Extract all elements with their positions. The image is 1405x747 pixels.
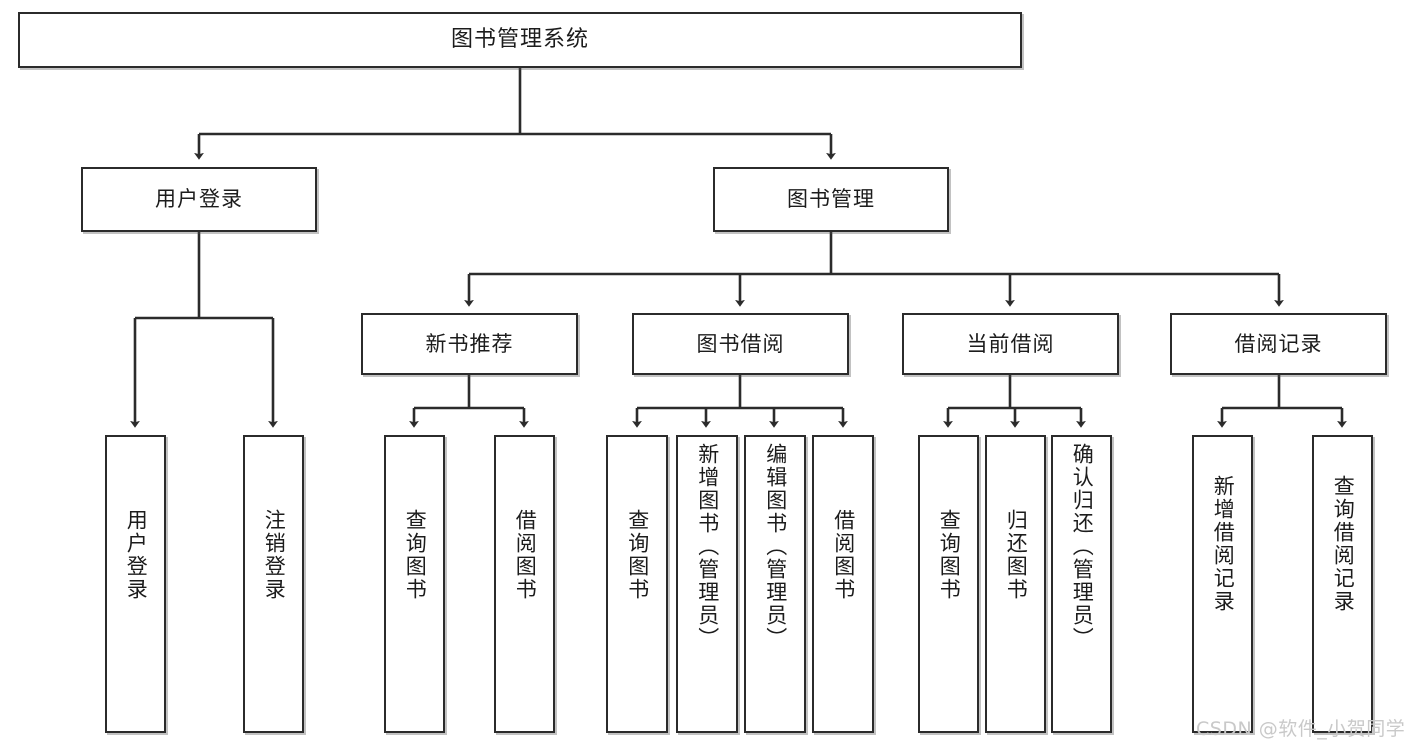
csdn-watermark: CSDN @软件_小贺同学 xyxy=(1196,718,1405,740)
node-label: 新增借阅记录 xyxy=(1211,475,1236,613)
node-label: 查询图书 xyxy=(625,509,650,601)
node-label: 用户登录 xyxy=(155,187,243,212)
node-user-login[interactable]: 用户登录 xyxy=(81,167,317,232)
node-borrow-record[interactable]: 借阅记录 xyxy=(1170,313,1387,375)
node-label: 图书管理系统 xyxy=(450,27,589,53)
leaf-return-book[interactable]: 归还图书 xyxy=(985,435,1046,733)
leaf-borrow-book-borrow[interactable]: 借阅图书 xyxy=(812,435,874,733)
leaf-user-login[interactable]: 用户登录 xyxy=(105,435,166,733)
node-label: 注销登录 xyxy=(262,509,287,601)
node-label: 查询借阅记录 xyxy=(1331,475,1356,613)
node-label: 归还图书 xyxy=(1004,509,1029,601)
leaf-logout-login[interactable]: 注销登录 xyxy=(243,435,304,733)
node-label: 借阅图书 xyxy=(831,509,856,601)
leaf-edit-book-admin[interactable]: 编辑图书（管理员） xyxy=(744,435,806,733)
node-root-system[interactable]: 图书管理系统 xyxy=(18,12,1022,68)
node-new-book-recommend[interactable]: 新书推荐 xyxy=(361,313,578,375)
edge-group-book-borrow xyxy=(632,375,848,428)
edge-group-new-book-rec xyxy=(409,375,529,428)
node-label: 确认归还（管理员） xyxy=(1070,443,1095,650)
leaf-add-borrow-record[interactable]: 新增借阅记录 xyxy=(1192,435,1253,733)
node-label: 查询图书 xyxy=(403,509,428,601)
node-label: 当前借阅 xyxy=(966,331,1055,356)
node-book-borrow[interactable]: 图书借阅 xyxy=(632,313,849,375)
node-current-borrow[interactable]: 当前借阅 xyxy=(902,313,1119,375)
leaf-query-borrow-record[interactable]: 查询借阅记录 xyxy=(1312,435,1373,733)
node-label: 图书借阅 xyxy=(696,331,785,356)
node-book-manage[interactable]: 图书管理 xyxy=(713,167,949,232)
leaf-query-book-current[interactable]: 查询图书 xyxy=(918,435,979,733)
edge-group-current-borrow xyxy=(943,375,1086,428)
node-label: 借阅图书 xyxy=(513,509,538,601)
leaf-borrow-book-recommend[interactable]: 借阅图书 xyxy=(494,435,555,733)
node-label: 查询图书 xyxy=(937,509,962,601)
leaf-confirm-return-admin[interactable]: 确认归还（管理员） xyxy=(1051,435,1112,733)
node-label: 新增图书（管理员） xyxy=(695,443,720,650)
node-label: 图书管理 xyxy=(787,187,875,212)
edge-group-book-manage xyxy=(464,232,1284,307)
node-label: 编辑图书（管理员） xyxy=(763,443,788,650)
edge-group-root xyxy=(194,68,836,160)
leaf-query-book-borrow[interactable]: 查询图书 xyxy=(606,435,668,733)
edge-group-borrow-record xyxy=(1217,375,1347,428)
leaf-query-book-recommend[interactable]: 查询图书 xyxy=(384,435,445,733)
node-label: 借阅记录 xyxy=(1234,331,1323,356)
edge-group-user-login xyxy=(130,232,278,428)
node-label: 用户登录 xyxy=(124,509,149,601)
node-label: 新书推荐 xyxy=(425,331,514,356)
leaf-add-book-admin[interactable]: 新增图书（管理员） xyxy=(676,435,738,733)
